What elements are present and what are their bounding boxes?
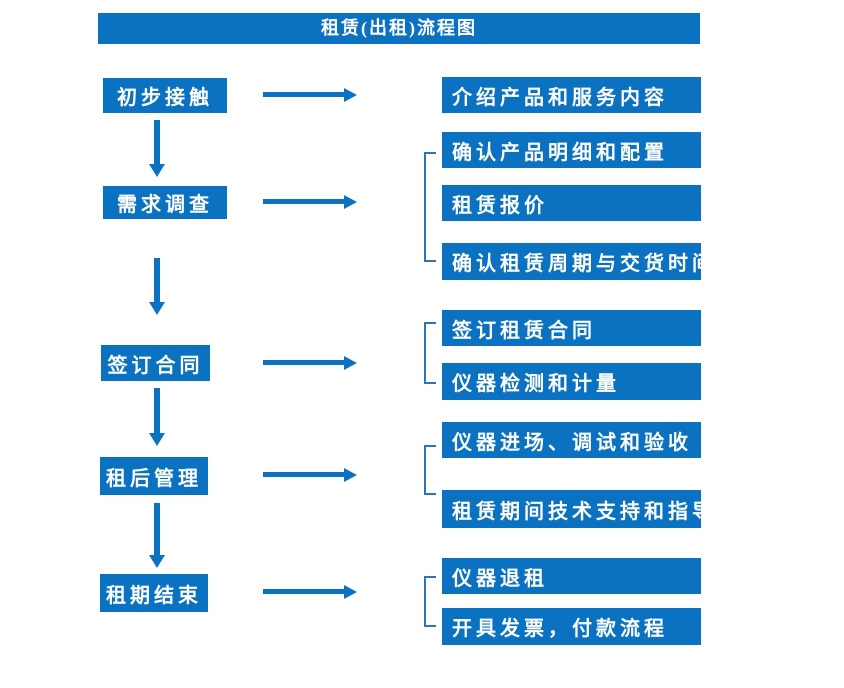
detail-box-instrument-testing: 仪器检测和计量 xyxy=(442,363,701,400)
down-arrow-4-icon xyxy=(149,503,165,568)
right-arrow-5-icon xyxy=(263,585,357,599)
right-arrow-1-icon xyxy=(263,88,357,102)
detail-box-confirm-period: 确认租赁周期与交货时间 xyxy=(442,243,712,280)
down-arrow-3-icon xyxy=(149,388,165,446)
detail-box-invoice-payment: 开具发票，付款流程 xyxy=(442,608,701,645)
step-box-rental-end: 租期结束 xyxy=(100,574,208,612)
down-arrow-2-icon xyxy=(149,258,165,315)
detail-box-tech-support: 租赁期间技术支持和指导 xyxy=(442,490,712,528)
step-box-initial-contact: 初步接触 xyxy=(103,78,227,113)
bracket-post-rental-mgmt-icon xyxy=(424,445,436,495)
detail-box-instrument-setup: 仪器进场、调试和验收 xyxy=(442,422,701,458)
bracket-demand-survey-icon xyxy=(424,152,436,262)
down-arrow-1-icon xyxy=(149,120,165,177)
step-box-demand-survey: 需求调查 xyxy=(103,186,227,219)
step-box-sign-contract: 签订合同 xyxy=(101,345,210,381)
flowchart-title: 租赁(出租)流程图 xyxy=(98,13,700,44)
bracket-rental-end-icon xyxy=(424,576,436,627)
step-box-post-rental-mgmt: 租后管理 xyxy=(100,457,208,495)
detail-box-sign-rental-contract: 签订租赁合同 xyxy=(442,310,701,346)
bracket-sign-contract-icon xyxy=(424,322,436,384)
detail-box-confirm-product-spec: 确认产品明细和配置 xyxy=(442,132,701,168)
detail-box-rental-quote: 租赁报价 xyxy=(442,185,701,221)
detail-box-introduce-products: 介绍产品和服务内容 xyxy=(442,77,701,113)
right-arrow-3-icon xyxy=(263,356,357,370)
right-arrow-2-icon xyxy=(263,195,357,209)
detail-box-instrument-return: 仪器退租 xyxy=(442,558,701,594)
right-arrow-4-icon xyxy=(263,468,357,482)
